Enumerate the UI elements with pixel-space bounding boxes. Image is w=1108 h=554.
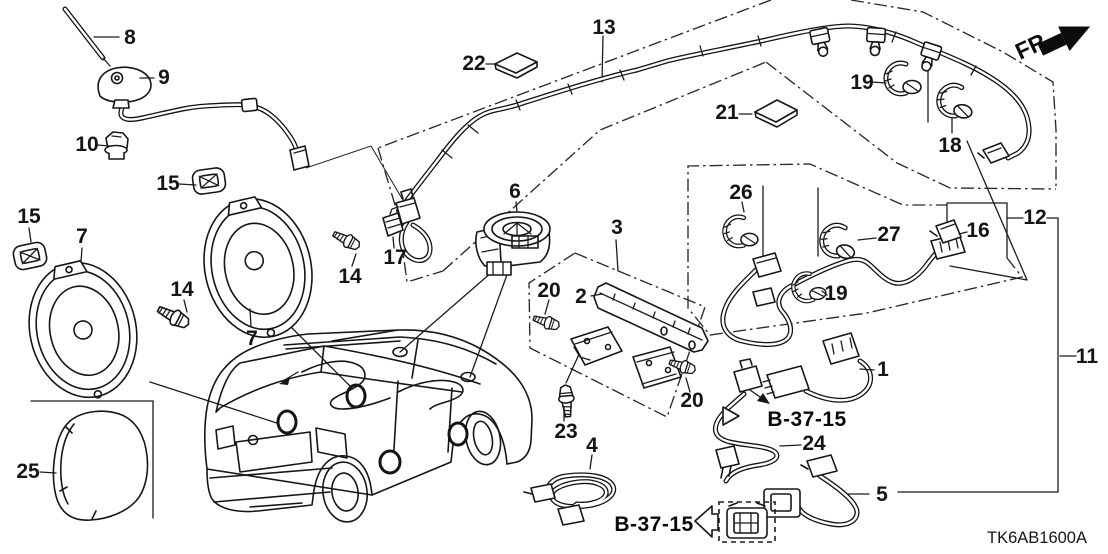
bolt-20-left bbox=[531, 311, 562, 334]
clip-19-lower bbox=[791, 271, 827, 303]
feeder-connector bbox=[395, 188, 421, 225]
speaker-left-7 bbox=[28, 260, 138, 399]
antenna-base-strip-2 bbox=[593, 282, 709, 353]
callout-9: 9 bbox=[158, 66, 170, 89]
callout-4: 4 bbox=[586, 434, 598, 457]
callout-27: 27 bbox=[877, 223, 900, 246]
clip-17 bbox=[382, 206, 404, 237]
pad-22 bbox=[494, 52, 538, 79]
callout-20-left: 20 bbox=[537, 279, 560, 302]
reference-b3715-upper: B-37-15 bbox=[767, 408, 846, 431]
car-rear-view bbox=[203, 329, 533, 523]
clip-15-upper bbox=[190, 166, 228, 196]
speaker-right-7 bbox=[203, 196, 313, 339]
b3715-lower-arrow bbox=[694, 505, 719, 538]
callout-6: 6 bbox=[509, 180, 521, 203]
antenna-mast-8 bbox=[62, 6, 111, 67]
callout-13: 13 bbox=[592, 16, 615, 39]
subharness-connector-a bbox=[752, 252, 782, 278]
bracket-plate-b bbox=[632, 346, 682, 389]
callout-20-right: 20 bbox=[680, 389, 703, 412]
callout-10: 10 bbox=[75, 133, 98, 156]
antenna-cable-connector bbox=[240, 97, 310, 171]
callout-26: 26 bbox=[729, 181, 752, 204]
callout-15-upper: 15 bbox=[156, 172, 180, 195]
callout-19-top: 19 bbox=[850, 71, 873, 94]
cable-1-connectors bbox=[762, 332, 860, 399]
cable-24-connectors bbox=[715, 358, 763, 479]
callout-23: 23 bbox=[554, 420, 577, 443]
callout-16: 16 bbox=[966, 219, 989, 242]
drawing-code: TK6AB1600A bbox=[987, 529, 1087, 547]
feeder-loop bbox=[398, 219, 433, 263]
subharness-stub-connector bbox=[752, 287, 776, 307]
cable-4 bbox=[544, 472, 617, 515]
jack-dashed-box bbox=[718, 501, 776, 543]
connector-16 bbox=[929, 219, 962, 244]
clip-18 bbox=[935, 82, 977, 119]
speaker-grille-25 bbox=[52, 410, 149, 521]
callout-7-left: 7 bbox=[76, 225, 88, 248]
callout-8: 8 bbox=[124, 26, 136, 49]
callout-25: 25 bbox=[16, 460, 40, 483]
feeder-end-connector bbox=[977, 142, 1010, 164]
clip-15-left bbox=[11, 240, 49, 272]
b3715-upper-arrow bbox=[749, 389, 770, 404]
pad-21 bbox=[754, 99, 798, 128]
screw-14-right bbox=[330, 226, 363, 254]
cable-1 bbox=[803, 358, 873, 403]
antenna-nut-10 bbox=[104, 131, 129, 160]
fr-label: FR. bbox=[1011, 25, 1056, 64]
clip-27 bbox=[818, 222, 860, 260]
antenna-cable bbox=[118, 101, 300, 155]
callout-22: 22 bbox=[462, 52, 485, 75]
reference-b3715-lower: B-37-15 bbox=[614, 513, 693, 536]
callout-21: 21 bbox=[715, 101, 739, 124]
radio-unit-boundary-3 bbox=[528, 252, 706, 418]
callout-17: 17 bbox=[383, 246, 406, 269]
antenna-module-6 bbox=[475, 211, 551, 276]
label-leaders bbox=[28, 36, 968, 474]
bolt-23 bbox=[556, 383, 577, 419]
callout-3: 3 bbox=[611, 216, 623, 239]
callout-19-lower: 19 bbox=[824, 282, 847, 305]
clip-19-top bbox=[885, 63, 921, 94]
callout-2: 2 bbox=[575, 285, 587, 308]
antenna-jack bbox=[718, 501, 776, 543]
cable-24 bbox=[712, 391, 780, 484]
callout-11: 11 bbox=[1076, 345, 1099, 368]
callout-12: 12 bbox=[1023, 206, 1046, 229]
cable-4-connectors bbox=[523, 483, 585, 526]
callout-7-right: 7 bbox=[246, 327, 258, 350]
callout-18: 18 bbox=[938, 134, 962, 157]
screw-14-left bbox=[154, 301, 193, 333]
callout-5: 5 bbox=[876, 483, 888, 506]
cable-5-connectors bbox=[763, 454, 838, 518]
fr-direction-arrow bbox=[1037, 26, 1091, 56]
callout-14-left: 14 bbox=[170, 278, 194, 301]
feeder-cable-13 bbox=[402, 23, 1032, 206]
bracket-plate-a bbox=[570, 326, 623, 366]
grille-corner-bracket bbox=[30, 400, 154, 519]
antenna-base-9 bbox=[97, 66, 152, 109]
callout-1: 1 bbox=[877, 358, 889, 381]
bracket-11-12 bbox=[845, 217, 1077, 495]
cable-5 bbox=[795, 473, 860, 528]
clip-26 bbox=[724, 217, 758, 246]
callout-15-left: 15 bbox=[17, 205, 41, 228]
callout-24: 24 bbox=[802, 432, 826, 455]
callout-14-right: 14 bbox=[338, 265, 362, 288]
